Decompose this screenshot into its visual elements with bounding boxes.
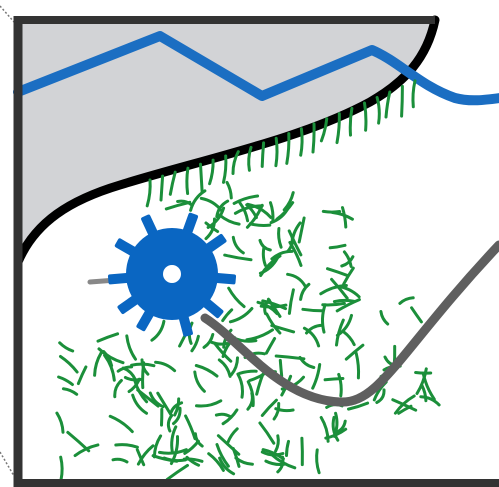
fiber-strand (301, 129, 302, 155)
fiber-strand (334, 300, 354, 301)
fiber-strand (61, 457, 62, 480)
rotor-hub (163, 265, 181, 283)
fiber-strand (276, 138, 277, 165)
fiber-strand (250, 224, 270, 226)
fiber-strand (350, 108, 352, 135)
fiber-strand (262, 143, 263, 167)
fiber-strand (323, 211, 339, 212)
fiber-strand (132, 364, 154, 366)
fiber-strand (280, 360, 281, 376)
fiber-strand (402, 86, 403, 116)
fiber-strand (365, 103, 366, 130)
fiber-strand (187, 168, 188, 193)
fiber-strand (313, 124, 314, 152)
fiber-strand (325, 379, 343, 380)
fiber-strand (161, 176, 163, 200)
fiber-strand (201, 164, 203, 191)
fiber-strand (416, 373, 431, 374)
fiber-strand (303, 309, 323, 310)
